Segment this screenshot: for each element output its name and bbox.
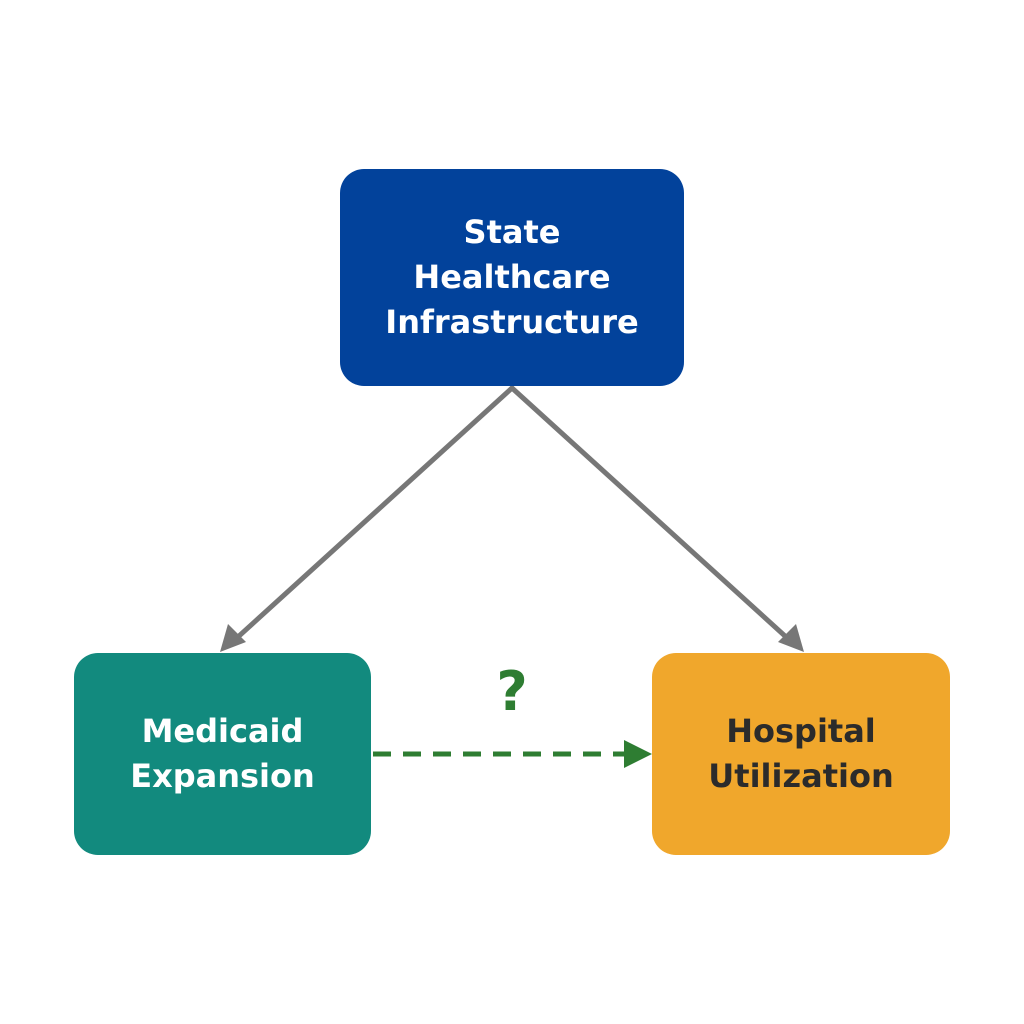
node-medicaid-expansion: Medicaid Expansion [74,653,371,855]
arrowhead-medicaid [220,624,246,652]
node-right-line-1: Hospital [726,712,876,750]
edge-top-to-medicaid [225,385,515,649]
node-top-line-2: Healthcare [413,258,611,296]
node-left-line-1: Medicaid [141,712,304,750]
node-hospital-utilization: Hospital Utilization [652,653,950,855]
node-state-healthcare-infrastructure: State Healthcare Infrastructure [340,169,684,386]
edge-top-to-hospital [509,385,799,649]
node-top-line-1: State [463,213,561,251]
arrowhead-hospital [778,624,804,652]
node-left-line-2: Expansion [130,757,315,795]
node-right-line-2: Utilization [708,757,894,795]
question-mark-label: ? [496,660,528,723]
node-top-line-3: Infrastructure [385,303,639,341]
arrowhead-dashed [624,740,652,768]
